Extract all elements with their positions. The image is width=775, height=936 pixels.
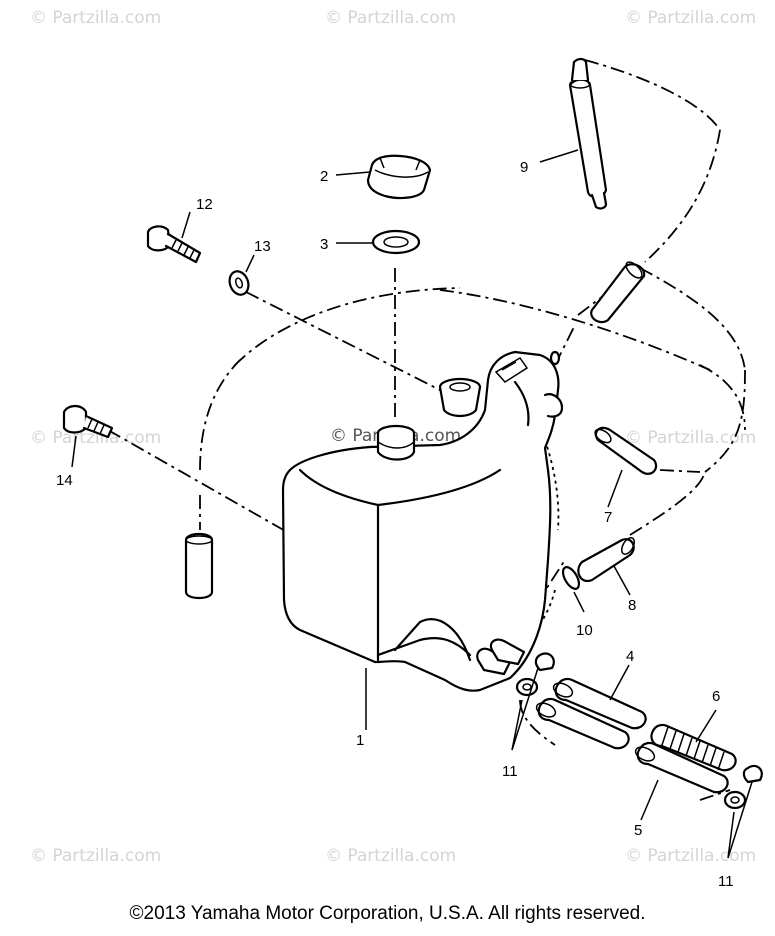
bolt-14 xyxy=(62,404,114,439)
callouts: 1 2 3 4 5 6 7 8 9 10 11 11 12 13 14 xyxy=(56,159,734,890)
callout-1: 1 xyxy=(356,732,364,749)
callout-7: 7 xyxy=(604,509,612,526)
leader-lines xyxy=(71,149,753,859)
breather-hose xyxy=(568,57,608,210)
watermark-bottom-right: © Partzilla.com xyxy=(625,846,757,866)
callout-11-left: 11 xyxy=(502,763,518,780)
callout-12: 12 xyxy=(196,196,213,213)
watermark-mid-right: © Partzilla.com xyxy=(625,428,757,448)
callout-10: 10 xyxy=(576,622,593,639)
callout-6: 6 xyxy=(712,688,720,705)
watermark-bottom-left: © Partzilla.com xyxy=(30,846,162,866)
hose-8 xyxy=(577,537,635,583)
watermark-mid-left: © Partzilla.com xyxy=(30,428,162,448)
callout-13: 13 xyxy=(254,238,271,255)
cap-gasket xyxy=(371,229,421,255)
hose-5 xyxy=(634,741,729,794)
callout-3: 3 xyxy=(320,236,328,253)
copyright-footer: ©2013 Yamaha Motor Corporation, U.S.A. A… xyxy=(129,903,646,924)
spring xyxy=(650,723,737,772)
callout-14: 14 xyxy=(56,472,73,489)
oil-tank xyxy=(281,350,564,692)
hose-7 xyxy=(594,426,658,475)
callout-4: 4 xyxy=(626,648,634,665)
washer xyxy=(228,270,250,296)
clip-11-left xyxy=(515,652,555,697)
watermark-top-center: © Partzilla.com xyxy=(325,8,457,28)
callout-9: 9 xyxy=(520,159,528,176)
callout-11-right: 11 xyxy=(718,873,734,890)
watermark-bottom-center: © Partzilla.com xyxy=(325,846,457,866)
watermark-top-right: © Partzilla.com xyxy=(625,8,757,28)
callout-2: 2 xyxy=(320,168,328,185)
bolt-12 xyxy=(146,225,202,264)
watermark-top-left: © Partzilla.com xyxy=(30,8,162,28)
callout-8: 8 xyxy=(628,597,636,614)
o-ring xyxy=(561,566,581,590)
tank-cap xyxy=(366,154,432,200)
clip-11-right xyxy=(723,764,763,810)
hose-short-upper xyxy=(590,261,646,324)
grommet xyxy=(438,377,482,418)
hose-4 xyxy=(535,677,647,750)
callout-5: 5 xyxy=(634,822,642,839)
hose-left xyxy=(184,532,214,600)
